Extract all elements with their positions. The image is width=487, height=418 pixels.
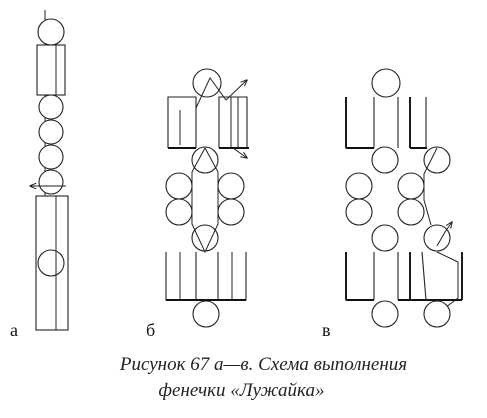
panel-c-bead bbox=[423, 146, 451, 174]
panel-a-bead-top bbox=[37, 18, 65, 46]
panel-b-bead bbox=[217, 198, 245, 226]
panel-c-bead bbox=[345, 198, 373, 226]
panel-b-bugle-top-left bbox=[167, 96, 197, 148]
panel-c-bead-bottom bbox=[371, 300, 399, 328]
panel-a-bead bbox=[38, 169, 64, 195]
panel-b-thread-arrow-icon bbox=[232, 147, 247, 158]
panel-c-diagram bbox=[345, 68, 463, 328]
panel-c-bead-bottom bbox=[423, 300, 451, 328]
panel-b-bead bbox=[165, 198, 193, 226]
panel-b-diagram bbox=[165, 68, 249, 328]
panel-c-bead bbox=[345, 172, 373, 200]
figure-caption-line-1: Рисунок 67 а—в. Схема выполнения bbox=[119, 354, 408, 375]
panel-c-bead bbox=[397, 198, 425, 226]
panel-b-bead bbox=[191, 146, 219, 174]
panel-c-bead bbox=[397, 172, 425, 200]
panel-a-diagram bbox=[30, 10, 69, 331]
panel-b-ring-thread bbox=[191, 147, 219, 254]
panel-b-bead bbox=[217, 172, 245, 200]
panel-c-thread-arrow-icon bbox=[436, 222, 452, 247]
panel-c-thread bbox=[423, 147, 438, 226]
panel-b-bugle-bottom-left bbox=[165, 252, 197, 301]
panel-a-bead-inside-bugle bbox=[37, 249, 65, 277]
panel-b-label: б bbox=[146, 320, 155, 340]
panel-c-bugle-bottom-left bbox=[345, 252, 374, 301]
panel-a-bead bbox=[38, 144, 64, 170]
figure-caption-line-2: фенечки «Лужайка» bbox=[158, 380, 325, 401]
panel-c-label: в bbox=[322, 320, 331, 340]
panel-c-bead bbox=[371, 146, 399, 174]
panel-b-bead bbox=[191, 224, 219, 252]
panel-c-bead bbox=[423, 224, 451, 252]
panel-a-bugle-bead-upper bbox=[36, 44, 66, 96]
panel-c-bugle-edge bbox=[421, 251, 427, 301]
panel-b-bugle-top-right bbox=[218, 96, 248, 148]
panel-b-bead-top bbox=[192, 68, 222, 98]
panel-b-thread-arrow-icon bbox=[195, 77, 247, 109]
panel-c-bead bbox=[371, 224, 399, 252]
panel-c-bead-top bbox=[371, 68, 401, 98]
panel-c-bugle-top-left bbox=[345, 97, 374, 149]
panel-a-bead bbox=[38, 94, 64, 120]
panel-a-bead bbox=[38, 119, 64, 145]
panel-a-label: а bbox=[10, 320, 18, 340]
panel-b-bead-bottom bbox=[192, 300, 220, 328]
panel-b-bead bbox=[165, 172, 193, 200]
